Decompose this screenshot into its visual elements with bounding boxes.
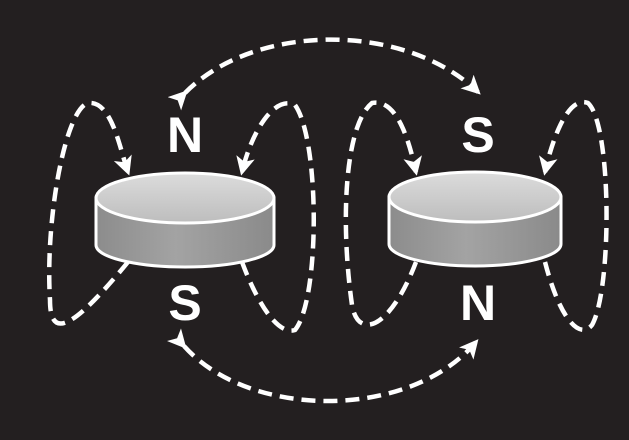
magnet-right-top: [387, 170, 563, 224]
field-line-left-outer: [47, 100, 132, 326]
field-line-bottom-arc: [166, 328, 479, 404]
field-line-top-arc: [167, 37, 481, 111]
magnet-left-bottom-pole-label: S: [168, 275, 201, 331]
field-line-right-inner: [343, 100, 422, 327]
magnet-right-top-pole-label: S: [461, 107, 494, 163]
magnet-left-top: [94, 171, 276, 225]
magnet-left: [94, 171, 276, 269]
magnet-right: [387, 170, 563, 268]
magnet-left-top-pole-label: N: [167, 107, 203, 163]
field-line-left-inner: [236, 101, 316, 333]
magnet-right-bottom-pole-label: N: [460, 275, 496, 331]
field-line-right-outer: [539, 99, 609, 332]
